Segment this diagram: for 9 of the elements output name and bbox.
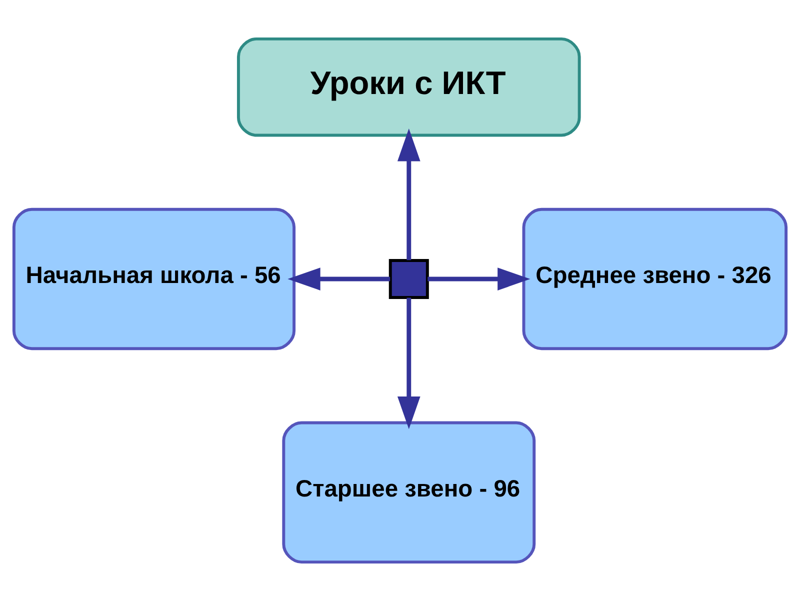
arrow [288, 267, 390, 290]
node-box [388, 258, 429, 299]
node-box: Старшее звено - 96 [282, 420, 536, 564]
node-box: Среднее звено - 326 [522, 207, 788, 350]
node-box: Уроки с ИКТ [236, 36, 581, 136]
arrow [428, 267, 530, 290]
arrow [397, 297, 420, 429]
arrow [397, 128, 420, 260]
node-box: Начальная школа - 56 [12, 207, 296, 350]
